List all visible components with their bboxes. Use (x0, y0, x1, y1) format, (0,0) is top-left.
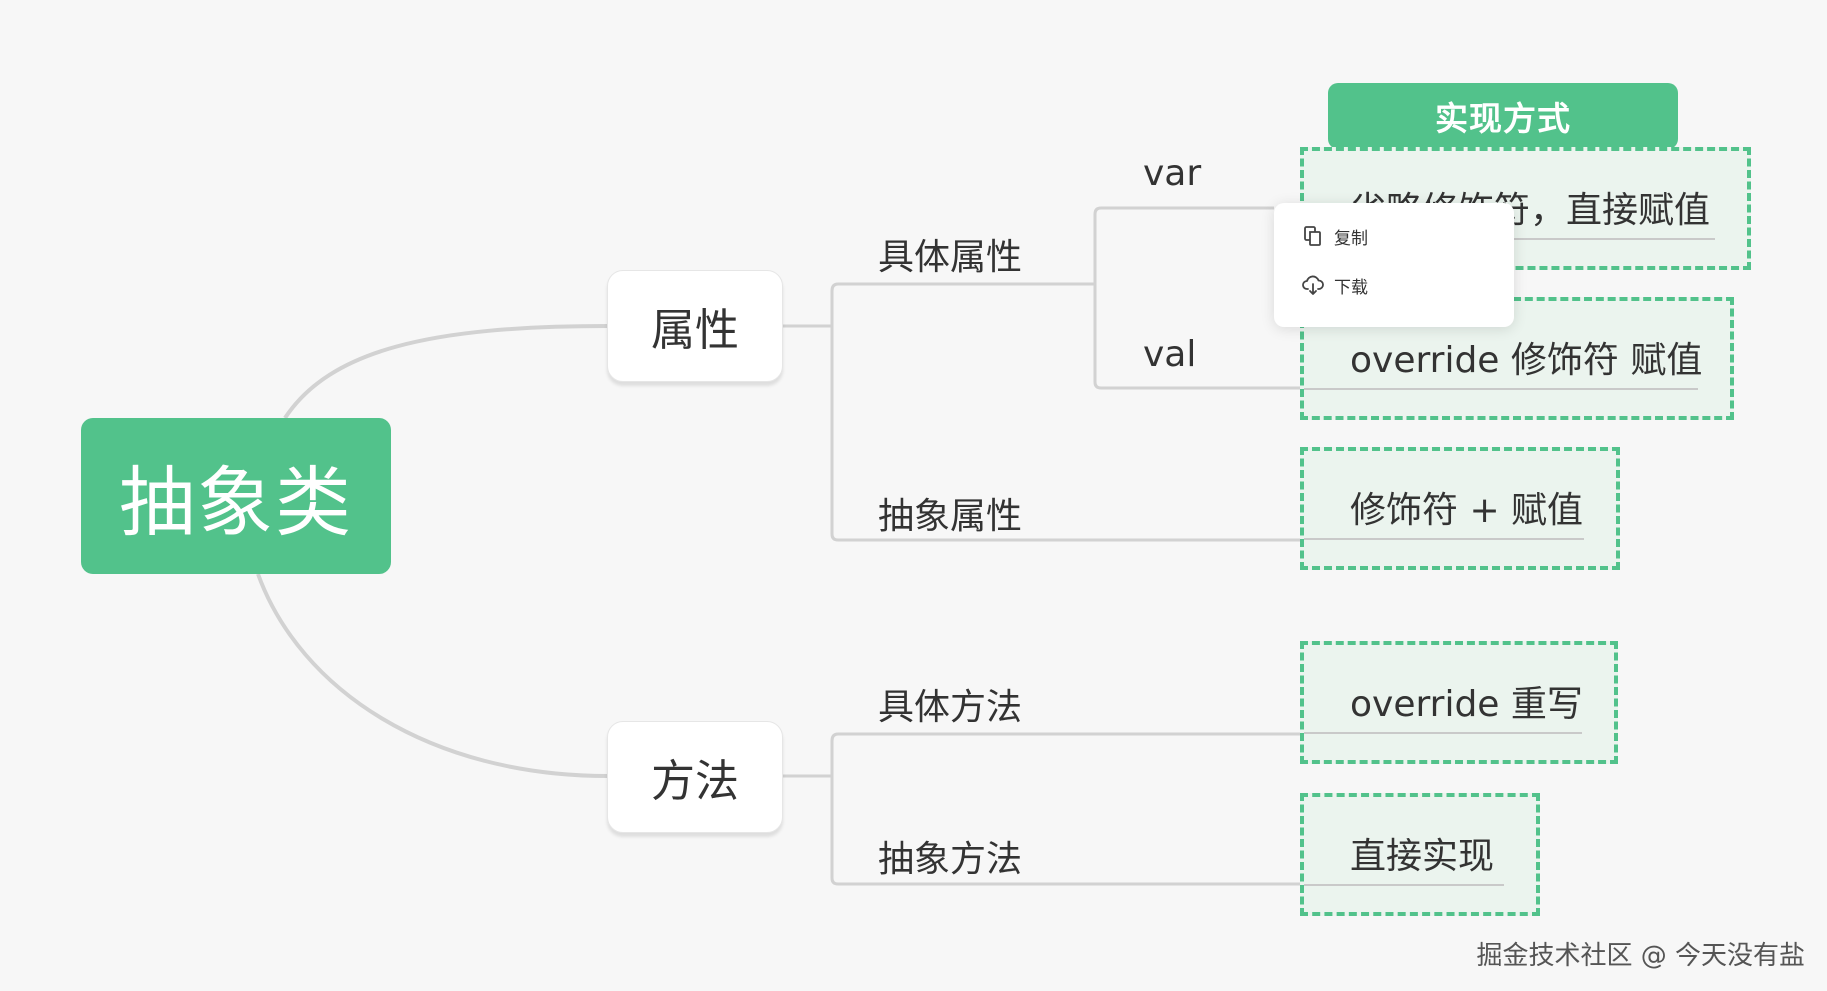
root-node[interactable]: 抽象类 (81, 418, 391, 574)
branch-label: 方法 (651, 756, 739, 807)
leaf-underline (1304, 388, 1698, 390)
branch-label: 属性 (651, 305, 739, 356)
summary-label-implementation[interactable]: 实现方式 (1328, 83, 1678, 149)
topic-val[interactable]: val (1143, 334, 1197, 375)
menu-item-label: 下载 (1334, 277, 1368, 298)
root-to-attributes-curve (283, 324, 609, 420)
leaf-var-implementation[interactable]: 省略修饰符，直接赋值 (1300, 147, 1751, 270)
topic-concrete-attribute[interactable]: 具体属性 (878, 237, 1023, 278)
context-menu: 复制 下载 (1274, 203, 1514, 327)
cloud-download-icon (1302, 274, 1324, 296)
menu-item-download[interactable]: 下载 (1302, 270, 1368, 300)
topic-abstract-method[interactable]: 抽象方法 (878, 839, 1023, 880)
leaf-val-implementation[interactable]: override 修饰符 赋值 (1300, 297, 1734, 420)
menu-item-copy[interactable]: 复制 (1302, 221, 1368, 251)
branch-node-methods[interactable]: 方法 (607, 721, 783, 833)
leaf-concrete-method-implementation[interactable]: override 重写 (1300, 641, 1618, 764)
topic-concrete-method[interactable]: 具体方法 (878, 687, 1023, 728)
summary-text: 实现方式 (1435, 99, 1571, 138)
copy-icon (1302, 225, 1324, 247)
leaf-underline (1304, 884, 1504, 886)
leaf-underline (1304, 732, 1582, 734)
topic-var[interactable]: var (1143, 153, 1202, 194)
watermark: 掘金技术社区 @ 今天没有盐 (1476, 941, 1805, 971)
concrete-attr-bracket (1093, 206, 1300, 390)
branch-node-attributes[interactable]: 属性 (607, 270, 783, 382)
leaf-abstract-attribute-implementation[interactable]: 修饰符 + 赋值 (1300, 447, 1620, 570)
menu-item-label: 复制 (1334, 228, 1368, 249)
topic-abstract-attribute[interactable]: 抽象属性 (878, 496, 1023, 537)
attributes-bracket (782, 282, 1300, 542)
leaf-underline (1304, 538, 1584, 540)
root-label: 抽象类 (119, 458, 353, 547)
leaf-text: 直接实现 (1350, 836, 1495, 877)
leaf-text: 修饰符 + 赋值 (1350, 490, 1584, 531)
methods-bracket (782, 732, 1300, 886)
leaf-text: override 重写 (1350, 684, 1583, 725)
root-to-methods-curve (256, 573, 609, 778)
leaf-text: override 修饰符 赋值 (1350, 340, 1703, 381)
leaf-abstract-method-implementation[interactable]: 直接实现 (1300, 793, 1540, 916)
